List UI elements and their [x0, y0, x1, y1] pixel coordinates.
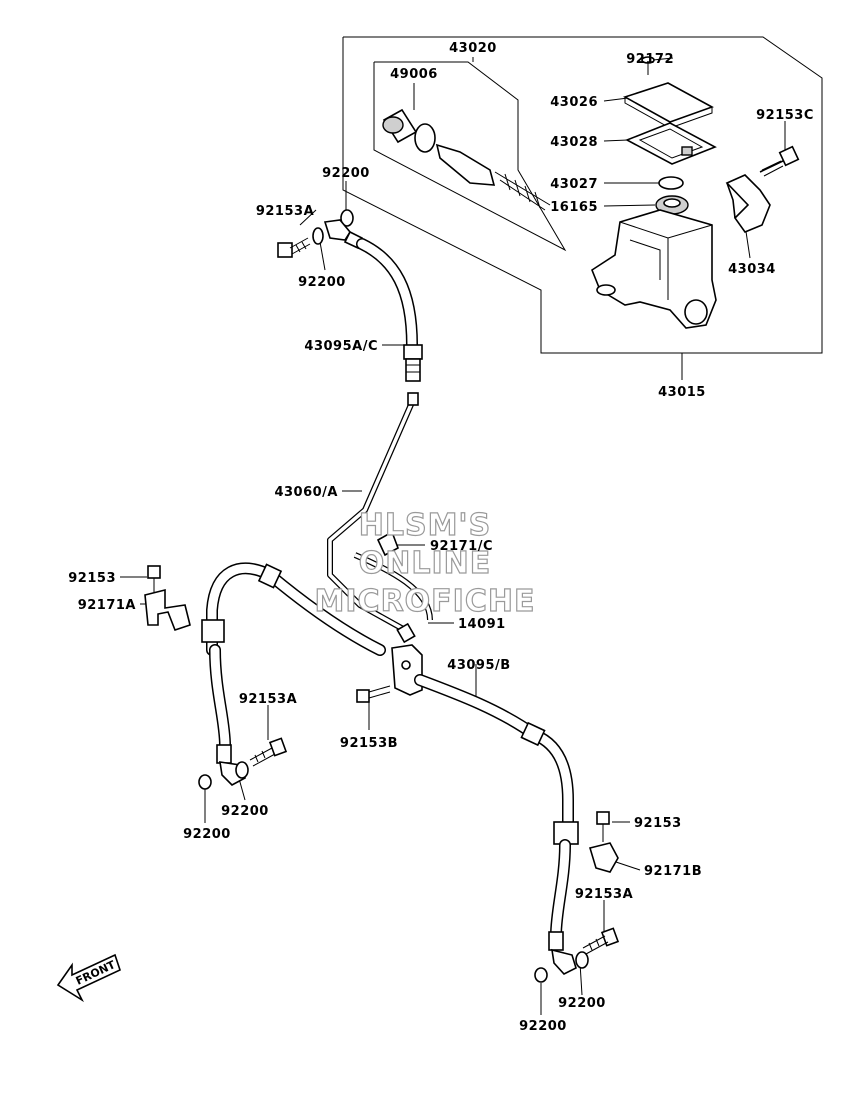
washer-92200-right1 — [534, 967, 548, 983]
label-92172: 92172 — [626, 52, 674, 67]
label-49006: 49006 — [390, 67, 438, 82]
label-92153B: 92153B — [340, 736, 398, 751]
bolt-92153A-left — [249, 737, 288, 767]
bolt-92153C — [759, 145, 800, 177]
label-92200-left2: 92200 — [221, 804, 269, 819]
label-92153C: 92153C — [756, 108, 814, 123]
label-92200-left1: 92200 — [183, 827, 231, 842]
label-92153A-left: 92153A — [239, 692, 297, 707]
label-43095B: 43095/B — [447, 658, 510, 673]
watermark: HLSM'S ONLINE MICROFICHE — [314, 507, 536, 619]
bolt-92153A-right — [582, 927, 620, 955]
pipe-43060A — [327, 392, 419, 644]
front-arrow: FRONT — [56, 953, 121, 1003]
bracket-92171B — [588, 842, 619, 873]
bolt-92153B — [356, 685, 391, 703]
clip-92171C — [376, 530, 399, 557]
label-92153A-right: 92153A — [575, 887, 633, 902]
cup-49006 — [382, 108, 418, 144]
washer-92200-top1 — [340, 209, 354, 227]
label-92153-left: 92153 — [68, 571, 116, 586]
label-43034: 43034 — [728, 262, 776, 277]
cap-43026 — [623, 82, 714, 129]
label-43028: 43028 — [550, 135, 598, 150]
label-14091: 14091 — [458, 617, 506, 632]
label-43060A: 43060/A — [274, 485, 338, 500]
label-92200-right2: 92200 — [558, 996, 606, 1011]
screw-92172 — [641, 56, 655, 75]
bracket-92171A — [144, 588, 191, 631]
ring-43027 — [658, 176, 684, 190]
washer-92200-right2 — [575, 951, 589, 969]
label-92200-right1: 92200 — [519, 1019, 567, 1034]
label-43095AC: 43095A/C — [304, 339, 378, 354]
label-92171B: 92171B — [644, 864, 702, 879]
label-92171C: 92171/C — [430, 539, 493, 554]
label-92200-top: 92200 — [322, 166, 370, 181]
label-43027: 43027 — [550, 177, 598, 192]
junction-block — [391, 644, 423, 696]
watermark-line1: HLSM'S — [359, 508, 491, 543]
hose-43095AC — [356, 238, 423, 382]
label-92200-top2: 92200 — [298, 275, 346, 290]
watermark-line2: ONLINE — [359, 546, 492, 581]
ring-43020a — [414, 123, 436, 153]
bolt-92153A-top — [277, 237, 311, 258]
label-16165: 16165 — [550, 200, 598, 215]
diaphragm-43028 — [625, 122, 717, 165]
master-cylinder-body — [591, 209, 717, 329]
label-92153-right: 92153 — [634, 816, 682, 831]
part-labels: 43020 92172 49006 43026 92153C 43028 922… — [68, 41, 814, 1034]
bolt-92153-left — [147, 565, 161, 592]
label-43015: 43015 — [658, 385, 706, 400]
washer-92200-top2 — [312, 227, 324, 245]
label-92171A: 92171A — [78, 598, 136, 613]
bolt-92153-right — [596, 811, 610, 842]
hose-left — [201, 562, 386, 786]
hose-43095B — [414, 674, 579, 975]
clamp-43034 — [725, 174, 771, 233]
label-43026: 43026 — [550, 95, 598, 110]
washer-92200-left2 — [235, 761, 249, 779]
piston-43020 — [435, 143, 551, 211]
label-92153A-top: 92153A — [256, 204, 314, 219]
assembly-43020-outline — [373, 61, 567, 252]
label-43020: 43020 — [449, 41, 497, 56]
seal-16165 — [655, 195, 689, 215]
pipe-14091 — [353, 552, 433, 621]
watermark-line3: MICROFICHE — [315, 584, 536, 619]
washer-92200-left1 — [198, 774, 212, 790]
